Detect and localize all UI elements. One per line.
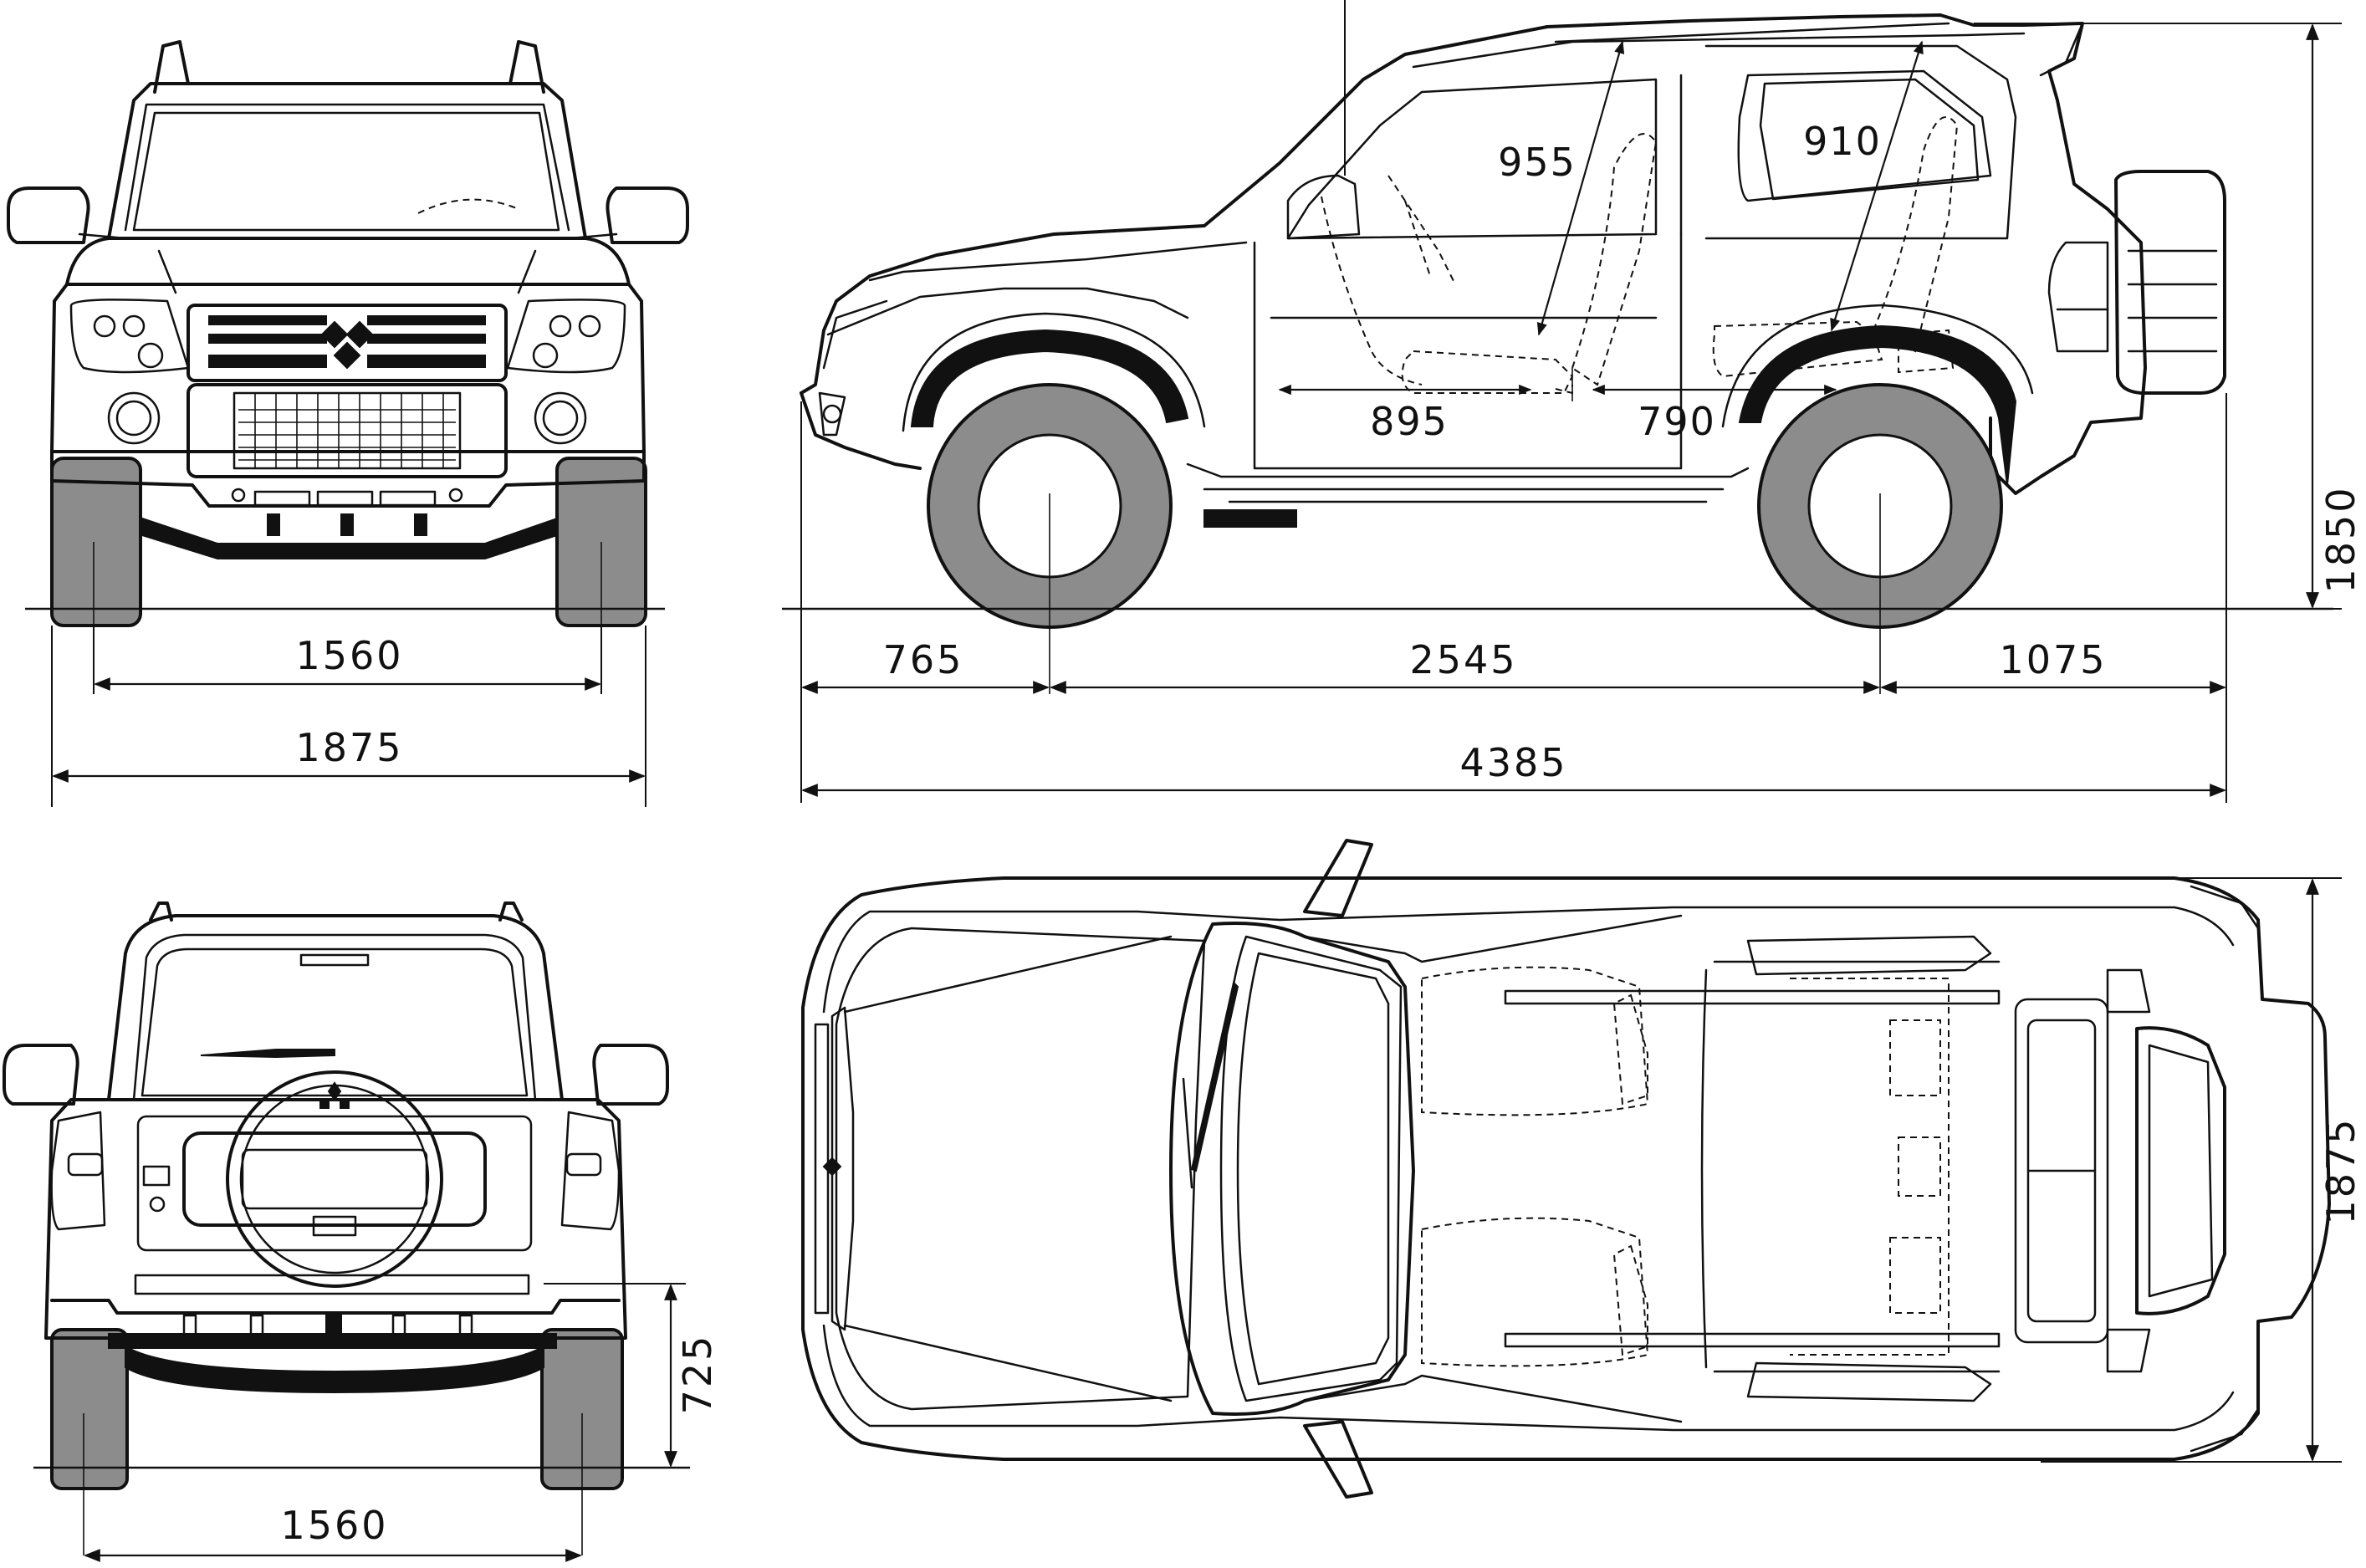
rear-track-label: 1560	[280, 1503, 388, 1548]
front-track-label: 1560	[295, 633, 403, 678]
overall-height-label: 1850	[2318, 485, 2363, 593]
overall-length-label: 4385	[1459, 740, 1567, 785]
wheelbase-label: 2545	[1409, 637, 1517, 682]
rear-view	[3, 901, 690, 1555]
front-headroom-label: 955	[1498, 140, 1576, 185]
front-legroom-label: 895	[1370, 399, 1449, 444]
top-dimensions: 1875	[2041, 877, 2363, 1463]
front-view	[7, 40, 689, 627]
rear-legroom-label: 790	[1638, 399, 1716, 444]
side-dimensions: 765 2545 1075 4385 1850	[800, 23, 2363, 803]
rear-headroom-label: 910	[1803, 119, 1882, 164]
front-width-label: 1875	[295, 725, 403, 770]
top-width-label: 1875	[2318, 1116, 2363, 1224]
rear-height-label: 725	[675, 1334, 720, 1415]
top-view	[801, 839, 2331, 1499]
front-dimensions: 1560 1875	[51, 626, 646, 807]
interior-dimensions: 955 910 895 790	[1278, 40, 1924, 444]
front-overhang-label: 765	[883, 637, 964, 682]
rear-dimensions: 1560 725	[84, 1283, 720, 1562]
rear-overhang-label: 1075	[1999, 637, 2107, 682]
side-view	[782, 0, 2333, 694]
